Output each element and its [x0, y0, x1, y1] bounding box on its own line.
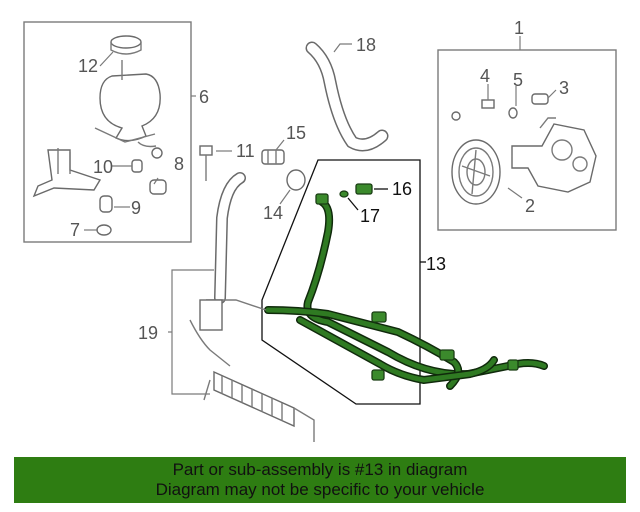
pump-group-box — [437, 49, 617, 231]
callout-3: 3 — [559, 78, 569, 98]
part-11-bolt[interactable] — [199, 145, 213, 181]
callout-8: 8 — [174, 154, 184, 174]
pump-group: 1 4 5 3 2 — [437, 18, 617, 231]
part-17-oring[interactable] — [339, 190, 349, 198]
part-19-cooler-assembly[interactable] — [189, 172, 315, 442]
callout-4: 4 — [480, 66, 490, 86]
callout-10: 10 — [93, 157, 113, 177]
callout-7: 7 — [70, 220, 80, 240]
part-13-box — [261, 159, 421, 405]
callout-5: 5 — [513, 70, 523, 90]
callout-18: 18 — [356, 35, 376, 55]
banner-line-2: Diagram may not be specific to your vehi… — [155, 480, 485, 499]
reservoir-bracket[interactable] — [32, 149, 102, 198]
part-14-gasket[interactable] — [286, 169, 306, 191]
part-3-valve[interactable] — [531, 93, 549, 105]
reservoir-cap[interactable] — [110, 35, 142, 49]
info-banner: Part or sub-assembly is #13 in diagram D… — [14, 457, 626, 503]
callout-2: 2 — [525, 196, 535, 216]
callout-15: 15 — [286, 123, 306, 143]
part-15-union[interactable] — [261, 149, 285, 165]
callout-6: 6 — [199, 87, 209, 107]
callout-12: 12 — [78, 56, 98, 76]
part-5-oring[interactable] — [508, 107, 518, 119]
part-8-grommet[interactable] — [149, 179, 167, 195]
reservoir-group-box — [23, 21, 192, 243]
part-9-collar[interactable] — [99, 195, 113, 213]
callout-1: 1 — [514, 18, 524, 38]
reservoir-group: 12 10 8 9 7 6 — [23, 21, 209, 243]
part-18-hose[interactable] — [305, 41, 389, 152]
pump-pulley[interactable] — [451, 139, 501, 205]
part-7-grommet[interactable] — [96, 224, 112, 236]
callout-17: 17 — [360, 206, 380, 226]
callout-16: 16 — [392, 179, 412, 199]
callout-9: 9 — [131, 198, 141, 218]
banner-line-1: Part or sub-assembly is #13 in diagram — [172, 460, 468, 479]
pump-body[interactable] — [511, 117, 597, 193]
part-4-fitting[interactable] — [481, 99, 495, 109]
part-16-fitting[interactable] — [355, 183, 373, 195]
callout-19: 19 — [138, 323, 158, 343]
part-10-cushion[interactable] — [131, 159, 143, 173]
callout-14: 14 — [263, 203, 283, 223]
parts-diagram: 12 10 8 9 7 6 1 — [23, 18, 617, 442]
part-13-hose-assembly[interactable] — [264, 193, 548, 390]
reservoir-body[interactable] — [99, 73, 161, 142]
callout-11: 11 — [236, 141, 255, 161]
callout-13: 13 — [426, 254, 446, 274]
